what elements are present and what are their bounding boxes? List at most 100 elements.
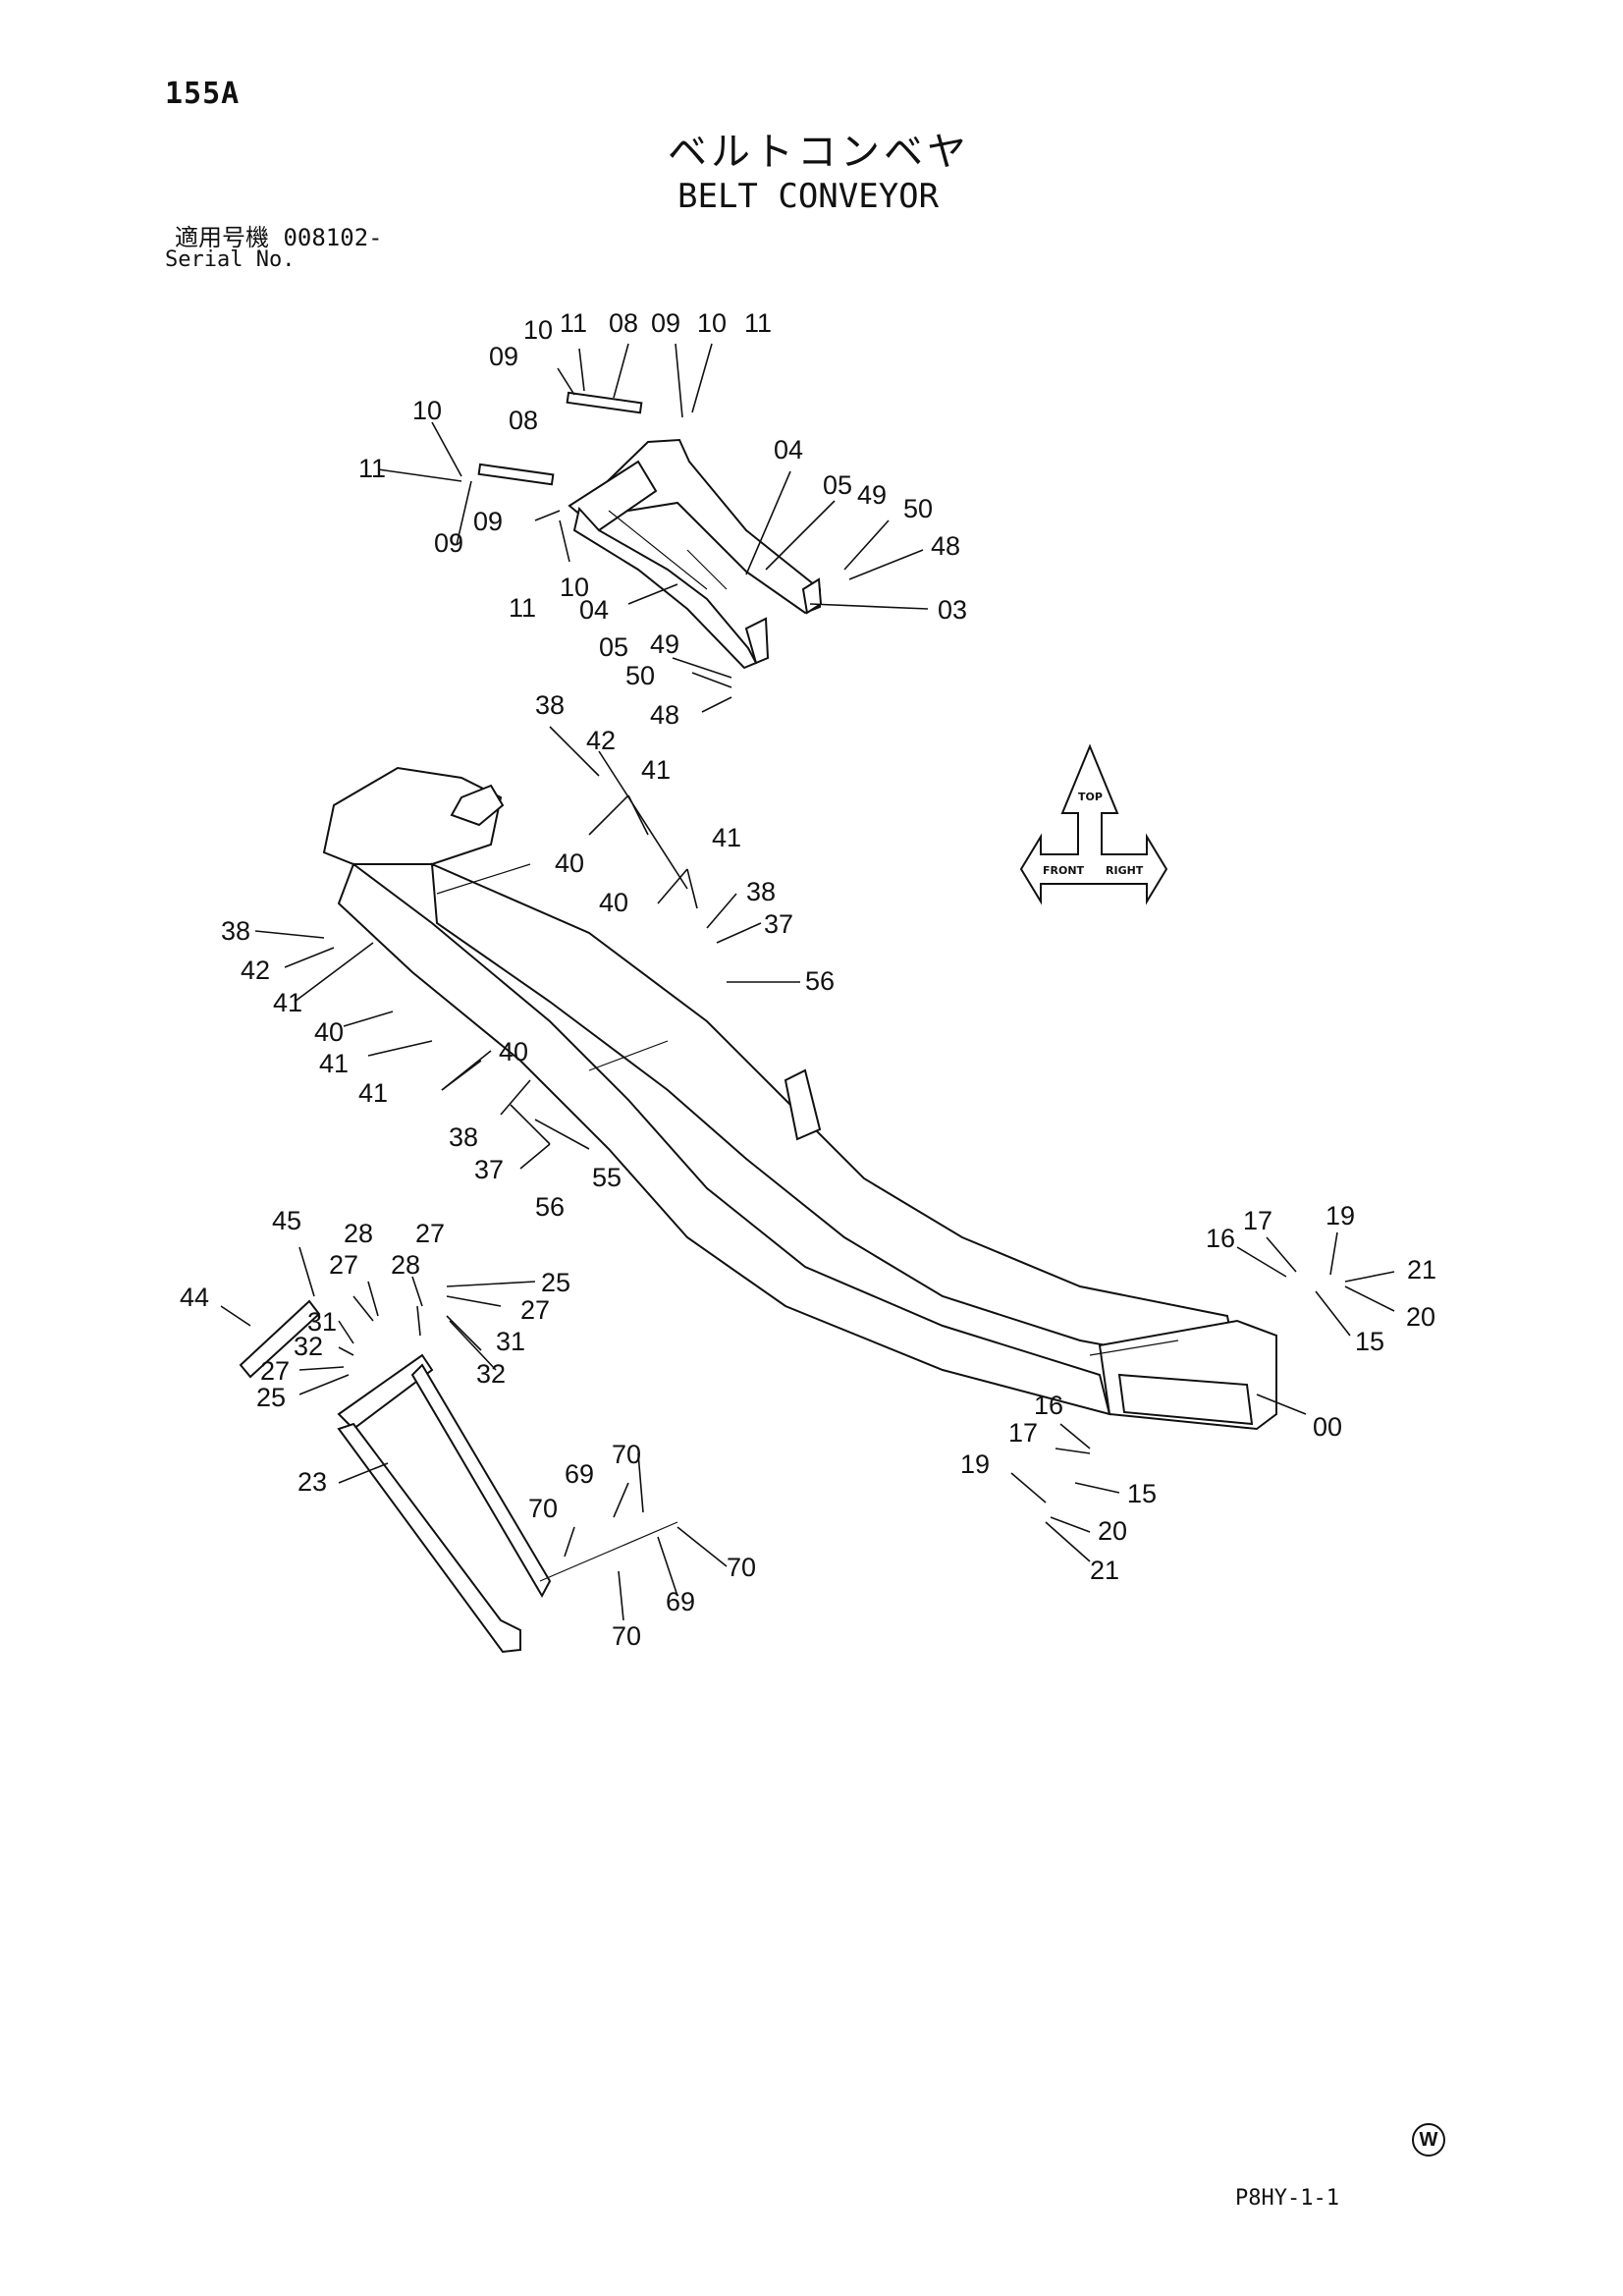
title-japanese: ベルトコンベヤ <box>668 130 970 175</box>
callout-label: 56 <box>535 1192 565 1222</box>
callout-label: 10 <box>412 396 442 425</box>
callout-label: 21 <box>1407 1255 1436 1285</box>
callout-label: 38 <box>449 1122 478 1152</box>
callout-label: 37 <box>764 909 793 939</box>
callout-label: 11 <box>560 308 587 338</box>
reference-code: P8HY-1-1 <box>1235 2186 1339 2211</box>
main-conveyor-frame <box>322 766 1277 1431</box>
callout-label: 40 <box>499 1037 528 1066</box>
direction-arrows <box>1019 743 1168 905</box>
callout-label: 00 <box>1313 1412 1342 1442</box>
pin-08-lower <box>477 463 555 486</box>
callout-label: 41 <box>712 823 741 852</box>
callout-label: 44 <box>180 1283 209 1312</box>
callout-label: 10 <box>523 315 553 345</box>
callout-label: 69 <box>565 1459 594 1489</box>
pin-08-upper <box>566 391 643 414</box>
callout-label: 15 <box>1127 1479 1157 1508</box>
callout-label: 55 <box>592 1163 622 1192</box>
callout-label: 32 <box>476 1359 506 1389</box>
callout-label: 70 <box>528 1494 558 1523</box>
callout-label: 11 <box>509 593 536 623</box>
callout-label: 15 <box>1355 1327 1384 1356</box>
hopper-box <box>322 766 503 865</box>
callout-label: 41 <box>319 1049 349 1078</box>
callout-label: 17 <box>1243 1206 1272 1235</box>
callout-label: 40 <box>599 888 628 917</box>
callout-label: 09 <box>434 528 463 558</box>
callout-label: 41 <box>641 755 671 785</box>
leg-rail-right <box>410 1363 552 1599</box>
callout-label: 09 <box>489 342 518 371</box>
callout-label: 08 <box>609 308 638 338</box>
serial-value: 008102- <box>283 224 383 251</box>
discharge-grille <box>1117 1373 1254 1426</box>
callout-label: 25 <box>256 1383 286 1412</box>
leg-rail-left <box>337 1422 521 1654</box>
callout-label: 40 <box>314 1017 344 1047</box>
callout-label: 05 <box>599 632 628 662</box>
support-bracket <box>784 1068 822 1141</box>
callout-label: 11 <box>744 308 772 338</box>
callout-label: 50 <box>625 661 655 690</box>
callout-label: 16 <box>1034 1391 1063 1420</box>
callout-labels: 10 11 08 09 10 11 09 10 08 11 09 09 11 1… <box>180 308 1436 1651</box>
callout-label: 28 <box>391 1250 420 1280</box>
callout-label: 56 <box>805 966 835 996</box>
hopper-frame-assembly <box>477 391 823 670</box>
callout-label: 28 <box>344 1219 373 1248</box>
callout-label: 70 <box>612 1621 641 1651</box>
callout-label: 10 <box>560 573 589 602</box>
callout-label: 31 <box>496 1327 525 1356</box>
callout-label: 37 <box>474 1155 504 1184</box>
callout-label: 03 <box>938 595 967 625</box>
callout-label: 04 <box>579 595 609 625</box>
right-label: RIGHT <box>1106 864 1144 877</box>
callout-label: 42 <box>586 726 616 755</box>
frame-arm-right <box>576 438 821 615</box>
callout-label: 41 <box>273 988 302 1017</box>
bracket-left <box>744 617 770 665</box>
callout-label: 41 <box>358 1078 388 1108</box>
callout-label: 19 <box>960 1449 990 1479</box>
callout-label: 70 <box>727 1553 756 1582</box>
callout-label: 49 <box>650 629 679 659</box>
callout-label: 25 <box>541 1268 570 1297</box>
callout-label: 48 <box>931 531 960 561</box>
callout-label: 05 <box>823 470 852 500</box>
callout-label: 08 <box>509 406 538 435</box>
callout-label: 27 <box>415 1219 445 1248</box>
callout-label: 50 <box>903 494 933 523</box>
callout-label: 23 <box>298 1467 327 1497</box>
callout-label: 11 <box>358 454 386 483</box>
callout-label: 38 <box>535 690 565 720</box>
serial-line: 適用号機 008102- <box>175 218 383 252</box>
callout-label: 27 <box>329 1250 358 1280</box>
support-leg <box>239 1299 678 1654</box>
callout-label: 38 <box>221 916 250 946</box>
callout-label: 10 <box>697 308 727 338</box>
callout-label: 20 <box>1098 1516 1127 1546</box>
top-label: TOP <box>1078 791 1103 803</box>
leader-lines <box>220 343 1395 1621</box>
callout-label: 45 <box>272 1206 301 1235</box>
callout-label: 27 <box>520 1295 550 1325</box>
callout-label: 27 <box>260 1356 290 1386</box>
callout-label: 21 <box>1090 1556 1119 1585</box>
serial-label-jp: 適用号機 <box>175 224 269 251</box>
callout-label: 04 <box>774 435 803 465</box>
callout-label: 16 <box>1206 1224 1235 1253</box>
orientation-indicator: TOP FRONT RIGHT <box>1019 743 1168 905</box>
callout-label: 48 <box>650 700 679 730</box>
callout-label: 49 <box>857 480 887 510</box>
plate-44 <box>239 1299 321 1379</box>
callout-label: 09 <box>651 308 680 338</box>
watermark-logo: W <box>1412 2123 1445 2157</box>
callout-label: 19 <box>1325 1201 1355 1230</box>
callout-label: 69 <box>666 1587 695 1616</box>
callout-label: 40 <box>555 848 584 878</box>
leg-top-plate <box>337 1353 434 1431</box>
callout-label: 70 <box>612 1440 641 1469</box>
front-label: FRONT <box>1043 864 1085 877</box>
